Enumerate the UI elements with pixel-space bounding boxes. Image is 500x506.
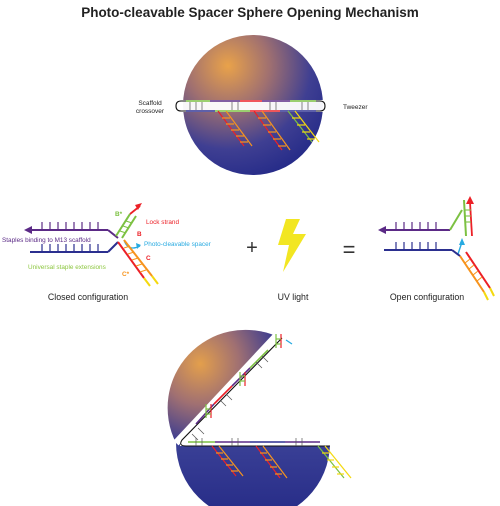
- closed-sphere: Scaffold crossover Tweezer: [136, 35, 368, 175]
- universal-staple-extensions-label: Universal staple extensions: [28, 264, 106, 271]
- upper-cap: [167, 329, 276, 443]
- staples-binding-label: Staples binding to M13 scaffold: [2, 237, 91, 244]
- closed-configuration-caption: Closed configuration: [48, 292, 128, 302]
- open-configuration-caption: Open configuration: [390, 292, 464, 302]
- uv-light-caption: UV light: [278, 292, 309, 302]
- scaffold-hinge: [180, 337, 330, 447]
- band-ticks: [189, 102, 309, 110]
- diagram-title: Photo-cleavable Spacer Sphere Opening Me…: [81, 5, 419, 20]
- b-star-label: B*: [115, 211, 123, 218]
- scaffold-crossover-loop: [175, 100, 326, 112]
- scaffold-crossover-label-1: Scaffold: [138, 100, 162, 107]
- lock-strand-label: Lock strand: [146, 219, 179, 226]
- uv-lightning-icon: UV light: [278, 219, 309, 302]
- scaffold-crossover-label-2: crossover: [136, 108, 165, 115]
- plus-sign: +: [246, 237, 258, 259]
- photo-cleavable-spacer-label: Photo-cleavable spacer: [144, 241, 212, 248]
- tweezer-ladders-top: [217, 110, 320, 151]
- b-label: B: [137, 231, 142, 238]
- scaffold-band: [163, 100, 330, 112]
- lower-hemisphere: [176, 443, 330, 506]
- c-label: C: [146, 255, 151, 262]
- top-staple-segments: [186, 100, 316, 112]
- opened-sphere: [167, 329, 352, 506]
- tweezer-label: Tweezer: [343, 104, 368, 111]
- open-configuration-diagram: Open configuration: [378, 196, 495, 302]
- closed-configuration-diagram: B* Lock strand B Photo-cleavable spacer …: [2, 203, 212, 302]
- equals-sign: =: [343, 237, 356, 262]
- c-star-label: C*: [122, 271, 130, 278]
- purple-arrowhead: [24, 226, 32, 234]
